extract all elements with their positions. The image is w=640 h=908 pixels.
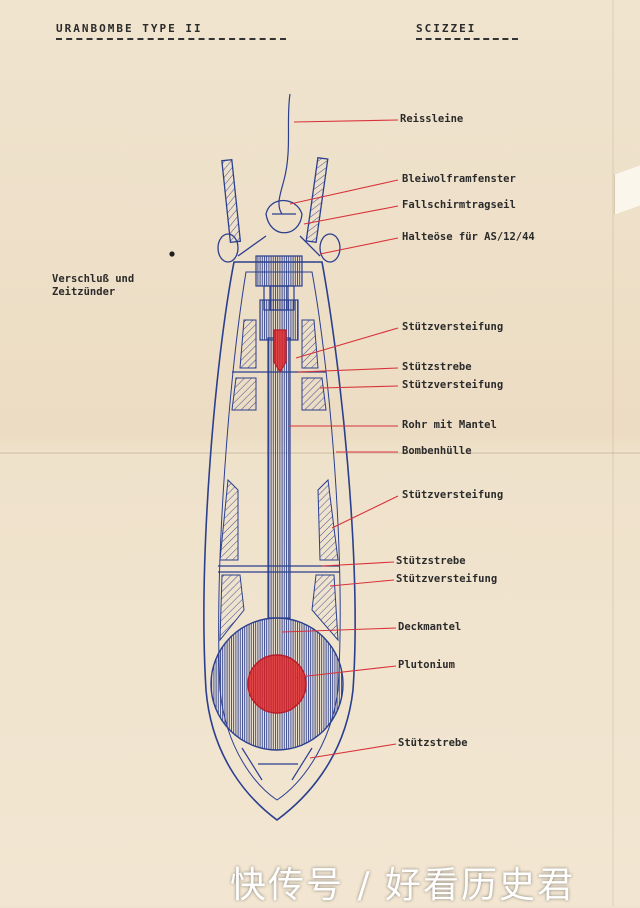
label-plutonium: Plutonium (398, 659, 455, 671)
label-rohr-mit-mantel: Rohr mit Mantel (402, 419, 497, 431)
title-underline (56, 38, 286, 43)
tamper-sphere (210, 617, 344, 751)
label-deckmantel: Deckmantel (398, 621, 462, 633)
document-title: URANBOMBE TYPE II (56, 22, 286, 40)
paper-fold (0, 452, 640, 454)
document-title-text: URANBOMBE TYPE II (56, 22, 203, 35)
label-fallschirmtragseil: Fallschirmtragseil (402, 199, 516, 211)
label-bombenhuelle: Bombenhülle (402, 445, 472, 457)
label-halteoese: Halteöse für AS/12/44 (402, 231, 535, 243)
sheet-underline (416, 38, 518, 43)
label-stuetzversteifung-3: Stützversteifung (402, 489, 504, 501)
watermark: 快传号 / 好看历史君 (230, 865, 576, 906)
sheet-label: SCIZZEI (416, 22, 518, 40)
label-stuetzstrebe-1: Stützstrebe (402, 361, 472, 373)
ink-dot (169, 251, 175, 257)
label-stuetzversteifung-4: Stützversteifung (396, 573, 498, 585)
reinforcement-hatching (219, 319, 339, 642)
bomb-casing (203, 261, 356, 821)
ripcord (278, 93, 291, 215)
label-verschluss-zeitzuender: Verschluß und Zeitzünder (52, 273, 135, 298)
gun-barrel (259, 299, 299, 619)
label-stuetzversteifung-2: Stützversteifung (402, 379, 504, 391)
leader-lines (281, 119, 399, 759)
suspension-arms (217, 156, 341, 263)
label-stuetzstrebe-2: Stützstrebe (396, 555, 466, 567)
label-reissleine: Reissleine (400, 113, 464, 125)
sheet-label-text: SCIZZEI (416, 22, 477, 35)
label-stuetzstrebe-3: Stützstrebe (398, 737, 468, 749)
label-bleiwolframfenster: Bleiwolframfenster (402, 173, 516, 185)
paper-fold-vertical (612, 0, 614, 906)
plutonium-core (247, 654, 307, 714)
label-stuetzversteifung-1: Stützversteifung (402, 321, 504, 333)
